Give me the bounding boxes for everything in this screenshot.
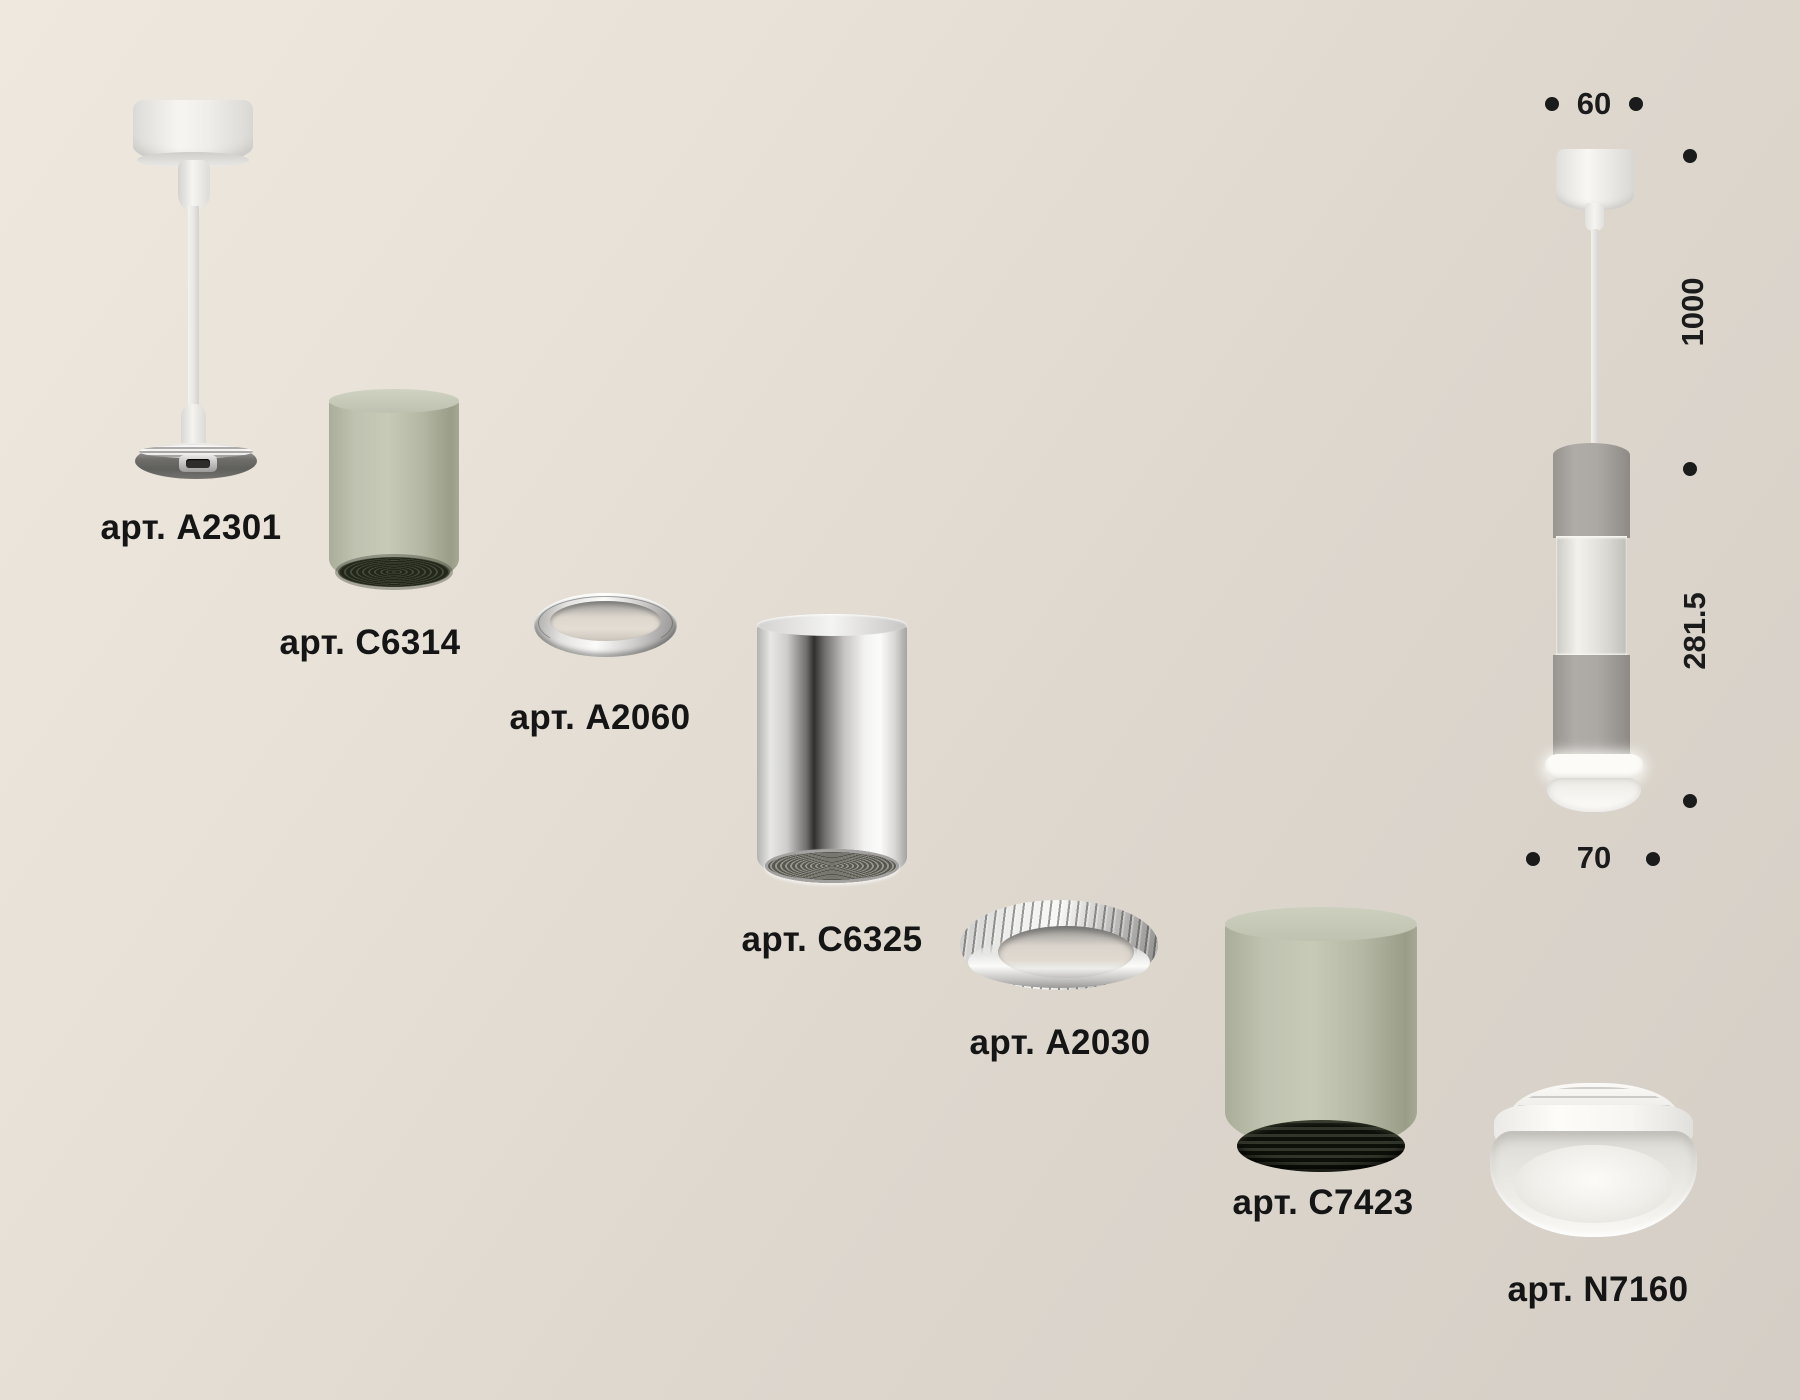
pendant-canopy-icon — [1556, 149, 1634, 211]
part-label-c6325: арт. C6325 — [741, 920, 923, 959]
pendant-body-middle-icon — [1556, 536, 1627, 656]
chrome-ring-hole-icon — [550, 601, 661, 641]
dimension-marker-dot — [1629, 97, 1643, 111]
dimension-fixture-height: 281.5 — [1677, 592, 1712, 670]
sage-cylinder-icon — [329, 389, 459, 587]
part-label-a2301: арт. A2301 — [100, 508, 282, 547]
cord-grip-bottom-icon — [181, 404, 206, 448]
dimension-shade-diameter: 70 — [1576, 840, 1612, 875]
ceiling-canopy-icon — [133, 100, 253, 168]
plate-socket-icon — [179, 455, 217, 472]
cord-grip-top-icon — [178, 160, 210, 210]
pendant-body-bottom-icon — [1553, 655, 1630, 756]
pendant-lens-icon — [1547, 778, 1641, 812]
chrome-cylinder-icon — [757, 614, 907, 883]
dimension-marker-dot — [1683, 149, 1697, 163]
dimension-marker-dot — [1683, 462, 1697, 476]
part-label-c6314: арт. C6314 — [279, 623, 461, 662]
pendant-cord-grip-icon — [1585, 203, 1604, 231]
part-label-c7423: арт. C7423 — [1232, 1183, 1414, 1222]
dimension-suspension-length: 1000 — [1675, 277, 1710, 347]
pendant-cord-icon — [1591, 229, 1598, 445]
dimension-marker-dot — [1646, 852, 1660, 866]
dimension-marker-dot — [1526, 852, 1540, 866]
pendant-body-top-icon — [1553, 443, 1630, 538]
sage-cylinder-wide-icon — [1225, 907, 1417, 1150]
part-label-n7160: арт. N7160 — [1507, 1270, 1689, 1309]
suspension-rod-icon — [188, 206, 199, 411]
dimension-marker-dot — [1683, 794, 1697, 808]
pendant-light-ring-icon — [1545, 754, 1643, 780]
part-label-a2060: арт. A2060 — [509, 698, 691, 737]
threaded-ring-hole-icon — [998, 926, 1134, 978]
dimension-canopy-diameter: 60 — [1576, 86, 1612, 121]
part-label-a2030: арт. A2030 — [969, 1023, 1151, 1062]
dimension-marker-dot — [1545, 97, 1559, 111]
lens-diffuser-icon — [1514, 1145, 1673, 1223]
black-thread-icon — [1237, 1120, 1405, 1172]
